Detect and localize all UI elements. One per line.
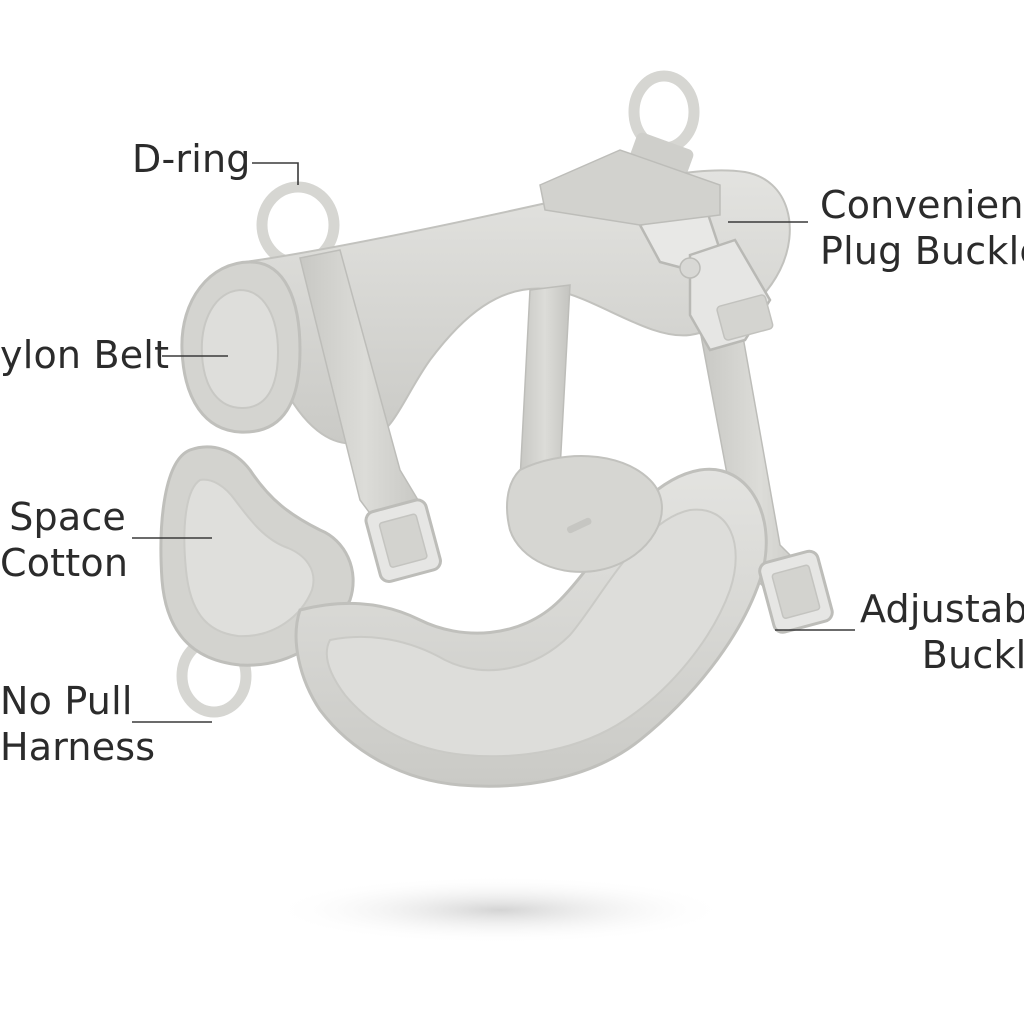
leader-d-ring (252, 162, 299, 185)
chest-plate-inner (325, 508, 737, 758)
label-adjustable-line1: Adjustable (860, 587, 1024, 631)
inner-strap (519, 284, 571, 481)
label-nylon-belt: ylon Belt (0, 332, 169, 378)
label-space-cotton-line2: Cotton (0, 541, 129, 585)
label-no-pull-line1: No Pull (0, 679, 133, 723)
adjustable-buckle-left (364, 498, 442, 583)
ground-shadow (270, 876, 730, 944)
label-d-ring: D-ring (132, 136, 251, 182)
label-plug-buckle: Convenient Plug Buckle (820, 182, 1024, 274)
adjustable-buckle-right (758, 549, 834, 634)
pad-slot (566, 517, 592, 534)
label-plug-buckle-line2: Plug Buckle (820, 229, 1024, 273)
label-adjustable-line2: Buckle (921, 633, 1024, 677)
label-space-cotton: Space Cotton (0, 494, 129, 586)
label-plug-buckle-line1: Convenient (820, 183, 1024, 227)
label-space-cotton-line1: Space (9, 495, 126, 539)
space-cotton-inner (183, 478, 315, 638)
label-d-ring-text: D-ring (132, 137, 251, 181)
label-nylon-belt-text: ylon Belt (0, 333, 170, 377)
label-adjustable-buckle: Adjustable Buckle (860, 586, 1024, 678)
label-no-pull-harness: No Pull Harness (0, 678, 156, 770)
top-strap (539, 149, 721, 226)
front-leg-loop (506, 455, 663, 573)
label-no-pull-line2: Harness (0, 725, 156, 769)
nylon-belt-inner (200, 288, 280, 410)
